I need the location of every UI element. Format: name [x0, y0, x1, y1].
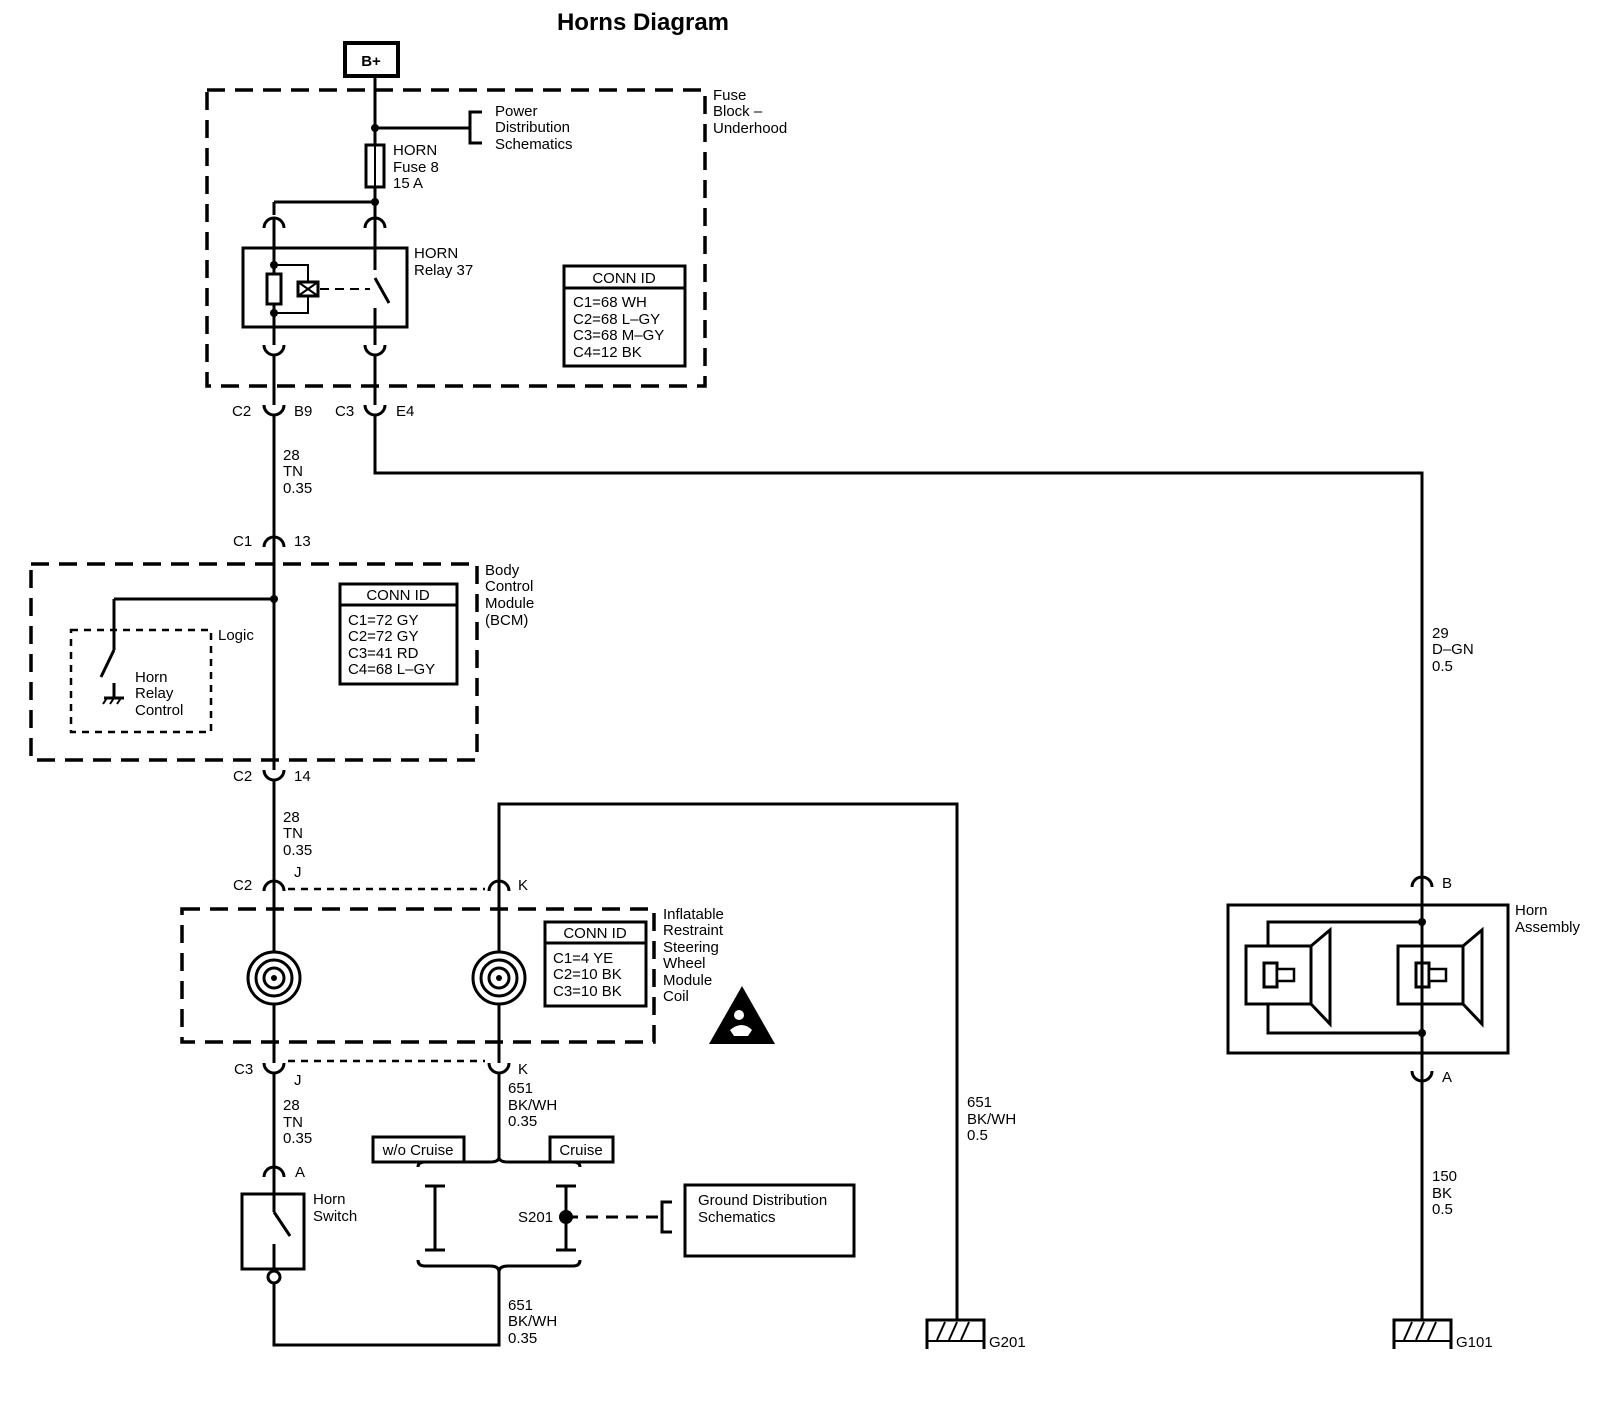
fuse-block-label: Fuse Block – Underhood: [713, 87, 787, 137]
option-bracket-top: [416, 1156, 582, 1168]
bcm-logic-boundary: [69, 628, 213, 734]
svg-text:C2: C2: [232, 403, 251, 420]
power-dist-bracket: [468, 110, 482, 145]
bcm-relay-switch: [99, 649, 116, 678]
wire-29-dgn: [373, 415, 1424, 876]
bcm-boundary: [29, 562, 479, 762]
svg-text:w/o Cruise: w/o Cruise: [382, 1142, 454, 1159]
svg-text:Cruise: Cruise: [559, 1142, 602, 1159]
svg-text:C3: C3: [234, 1061, 253, 1078]
wire-651-bottom: [272, 1283, 501, 1347]
airbag-warning-icon: [709, 986, 775, 1044]
horn-assembly-label: Horn Assembly: [1515, 902, 1581, 936]
fuse-block-conn-list: C1=68 WH C2=68 L–GY C3=68 M–GY C4=12 BK: [573, 294, 668, 361]
ground-g101-icon: [1392, 1318, 1453, 1349]
wire-651-label-g201: 651 BK/WH 0.5: [967, 1094, 1020, 1144]
diagram-title: Horns Diagram: [557, 9, 729, 36]
coil-conn-id: [543, 920, 648, 1008]
coil-conn-list: C1=4 YE C2=10 BK C3=10 BK: [553, 950, 626, 1000]
svg-text:14: 14: [294, 768, 311, 785]
svg-text:13: 13: [294, 533, 311, 550]
svg-text:CONN ID: CONN ID: [366, 587, 430, 604]
battery-label: B+: [361, 53, 381, 70]
wire-28-label-2: 28 TN 0.35: [283, 809, 312, 859]
svg-text:J: J: [294, 864, 302, 881]
coil-spiral-left-icon: [246, 950, 302, 1006]
ground-dist-bracket: [660, 1200, 672, 1234]
horn-relay-control-label: Horn Relay Control: [135, 669, 183, 719]
connector-k-bottom: [487, 1062, 511, 1075]
wire-29-label: 29 D–GN 0.5: [1432, 625, 1478, 675]
svg-text:C1: C1: [233, 533, 252, 550]
svg-text:Logic: Logic: [218, 627, 254, 644]
coil-boundary: [180, 907, 656, 1044]
svg-text:J: J: [294, 1072, 302, 1089]
horn-speaker-left-icon: [1244, 926, 1332, 1028]
horn-relay-label: HORN Relay 37: [414, 245, 473, 279]
svg-text:G201: G201: [989, 1334, 1026, 1351]
option-cruise: [548, 1135, 615, 1164]
svg-text:A: A: [1442, 1069, 1452, 1086]
option-bracket-bottom: [416, 1259, 582, 1273]
horn-switch-contact: [272, 1211, 292, 1237]
connector-c2-14: [262, 769, 286, 782]
ground-distribution-label: Ground Distribution Schematics: [698, 1192, 831, 1226]
svg-text:E4: E4: [396, 403, 414, 420]
connector-c3-e4: [363, 404, 387, 417]
fuse-block-conn-id: [562, 264, 687, 368]
svg-text:B9: B9: [294, 403, 312, 420]
battery-box: [343, 41, 400, 78]
svg-text:C3: C3: [335, 403, 354, 420]
power-distribution-label: Power Distribution Schematics: [495, 103, 574, 153]
svg-text:CONN ID: CONN ID: [592, 270, 656, 287]
ground-g201-icon: [925, 1318, 986, 1349]
svg-text:A: A: [295, 1164, 305, 1181]
svg-text:B: B: [1442, 875, 1452, 892]
bcm-conn-id: [338, 582, 459, 686]
wire-28-label-1: 28 TN 0.35: [283, 447, 312, 497]
coil-label: Inflatable Restraint Steering Wheel Modu…: [663, 906, 728, 1005]
option-wo-cruise: [371, 1135, 466, 1164]
wire-651-label-bottom: 651 BK/WH 0.35: [508, 1297, 561, 1347]
wire-651-label-mid: 651 BK/WH 0.35: [508, 1080, 561, 1130]
ground-distribution-box: [683, 1183, 856, 1258]
svg-text:C2: C2: [233, 768, 252, 785]
wire-28-label-3: 28 TN 0.35: [283, 1097, 312, 1147]
horn-switch-label: Horn Switch: [313, 1191, 357, 1225]
coil-spiral-right-icon: [471, 950, 527, 1006]
wire-651-to-g201: [497, 802, 959, 1319]
svg-text:G101: G101: [1456, 1334, 1493, 1351]
svg-text:C2: C2: [233, 877, 252, 894]
fuse-block-boundary: [205, 88, 707, 388]
horn-fuse-label: HORN Fuse 8 15 A: [393, 142, 443, 192]
svg-text:K: K: [518, 877, 528, 894]
wire-150-label: 150 BK 0.5: [1432, 1168, 1461, 1218]
relay-resistor: [265, 272, 283, 306]
connector-c2-b9: [262, 404, 286, 417]
svg-text:CONN ID: CONN ID: [563, 925, 627, 942]
horn-speaker-right-icon: [1396, 926, 1484, 1028]
relay-switch-contact: [373, 277, 391, 304]
svg-text:K: K: [518, 1061, 528, 1078]
bcm-conn-list: C1=72 GY C2=72 GY C3=41 RD C4=68 L–GY: [348, 612, 435, 678]
connector-c3-j: [262, 1062, 286, 1075]
svg-text:S201: S201: [518, 1209, 553, 1226]
bcm-label: Body Control Module (BCM): [485, 562, 538, 629]
